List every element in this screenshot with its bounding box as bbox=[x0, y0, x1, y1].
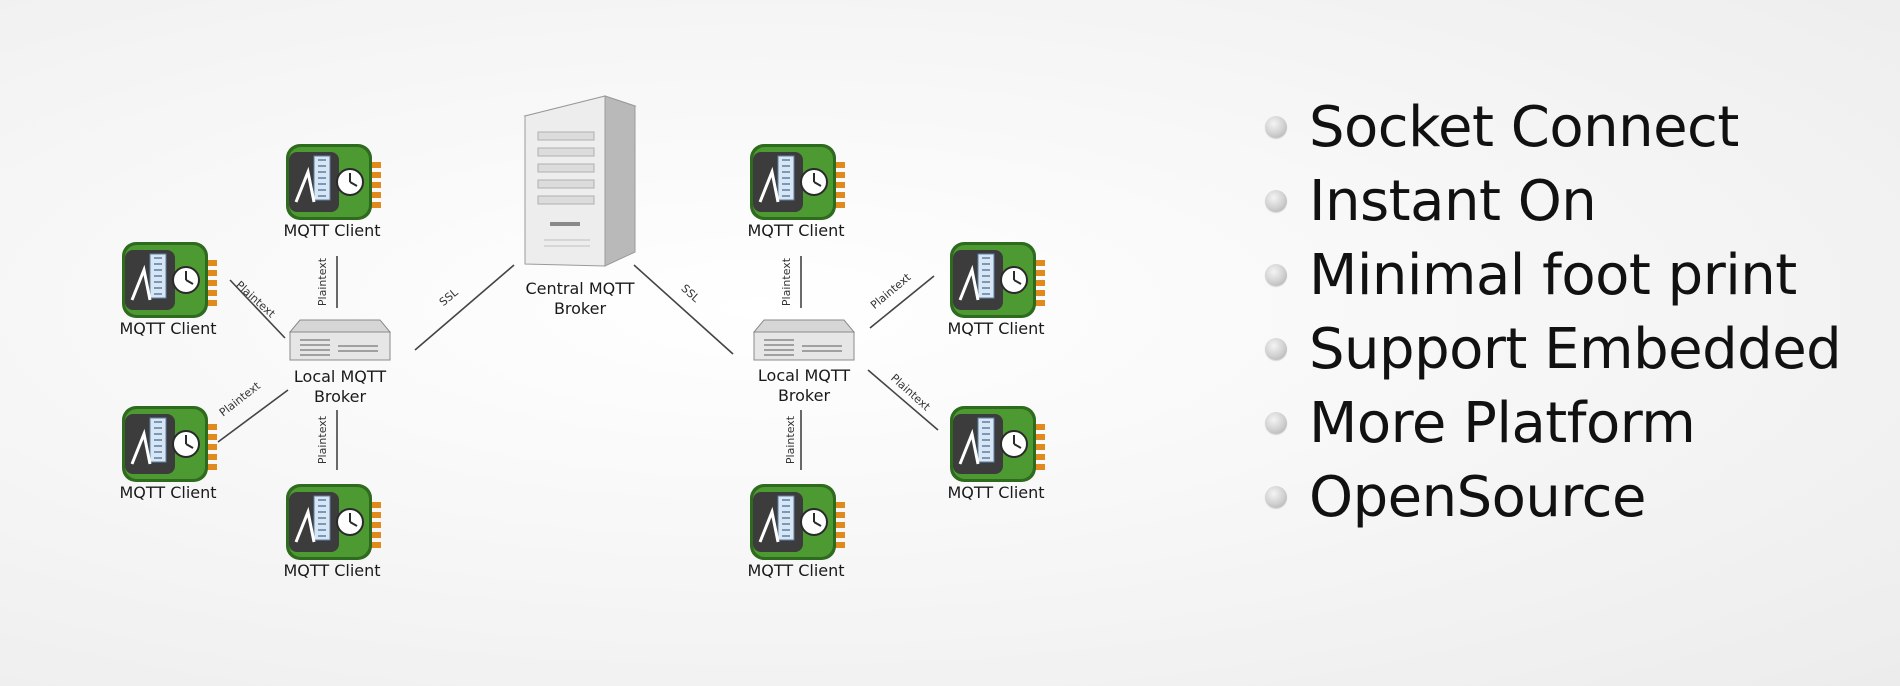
central-broker-server-icon bbox=[523, 95, 637, 267]
bullet-dot-icon bbox=[1265, 412, 1287, 434]
mqtt-client-label: MQTT Client bbox=[283, 221, 380, 240]
mqtt-client-icon bbox=[120, 404, 219, 484]
feature-item: More Platform bbox=[1265, 386, 1841, 460]
feature-item: Minimal foot print bbox=[1265, 238, 1841, 312]
feature-item: Instant On bbox=[1265, 164, 1841, 238]
edge-label-ssl: SSL bbox=[437, 285, 461, 308]
mqtt-client-label: MQTT Client bbox=[119, 483, 216, 502]
feature-item: OpenSource bbox=[1265, 460, 1841, 534]
mqtt-client-icon bbox=[948, 240, 1047, 320]
bullet-dot-icon bbox=[1265, 116, 1287, 138]
edge-right-upperright bbox=[869, 275, 935, 329]
mqtt-client-icon bbox=[748, 482, 847, 562]
edge-label-plaintext: Plaintext bbox=[784, 415, 797, 464]
feature-item: Support Embedded bbox=[1265, 312, 1842, 386]
feature-text: Support Embedded bbox=[1309, 316, 1842, 382]
mqtt-network-diagram: Plaintext Plaintext Plaintext Plaintext … bbox=[119, 95, 1047, 580]
central-broker-label: Central MQTT bbox=[525, 279, 634, 298]
mqtt-client-icon bbox=[284, 482, 383, 562]
local-broker-right-icon bbox=[753, 319, 855, 361]
mqtt-client-label: MQTT Client bbox=[747, 561, 844, 580]
edge-left-upperleft bbox=[229, 279, 286, 339]
feature-text: Minimal foot print bbox=[1309, 242, 1797, 308]
feature-item: Socket Connect bbox=[1265, 90, 1841, 164]
bullet-dot-icon bbox=[1265, 190, 1287, 212]
mqtt-client-label: MQTT Client bbox=[947, 319, 1044, 338]
edge-label-ssl: SSL bbox=[679, 282, 703, 306]
edge-left-lowerleft bbox=[217, 389, 289, 443]
central-broker-label: Broker bbox=[554, 299, 607, 318]
mqtt-client-icon bbox=[120, 240, 219, 320]
feature-text: OpenSource bbox=[1309, 464, 1646, 530]
local-broker-left-label: Local MQTT bbox=[294, 367, 386, 386]
mqtt-client-label: MQTT Client bbox=[119, 319, 216, 338]
mqtt-client-label: MQTT Client bbox=[947, 483, 1044, 502]
edge-label-plaintext: Plaintext bbox=[316, 257, 329, 306]
local-broker-right-label: Broker bbox=[778, 386, 831, 405]
local-broker-left-icon bbox=[289, 319, 391, 361]
mqtt-client-label: MQTT Client bbox=[283, 561, 380, 580]
feature-text: Instant On bbox=[1309, 168, 1597, 234]
mqtt-client-icon bbox=[748, 142, 847, 222]
edge-right-lowerright bbox=[867, 369, 939, 431]
bullet-dot-icon bbox=[1265, 486, 1287, 508]
edge-label-plaintext: Plaintext bbox=[233, 278, 278, 320]
edge-label-plaintext: Plaintext bbox=[780, 257, 793, 306]
edge-ssl-left bbox=[414, 264, 515, 351]
mqtt-client-icon bbox=[284, 142, 383, 222]
local-broker-right-label: Local MQTT bbox=[758, 366, 850, 385]
local-broker-left-label: Broker bbox=[314, 387, 367, 406]
connection-lines bbox=[217, 256, 939, 470]
bullet-dot-icon bbox=[1265, 264, 1287, 286]
bullet-dot-icon bbox=[1265, 338, 1287, 360]
edge-label-plaintext: Plaintext bbox=[316, 415, 329, 464]
mqtt-client-icon bbox=[948, 404, 1047, 484]
feature-text: Socket Connect bbox=[1309, 94, 1739, 160]
edge-label-plaintext: Plaintext bbox=[868, 270, 914, 311]
mqtt-client-label: MQTT Client bbox=[747, 221, 844, 240]
feature-list: Socket Connect Instant On Minimal foot p… bbox=[1265, 90, 1842, 534]
edge-ssl-right bbox=[633, 264, 734, 355]
feature-text: More Platform bbox=[1309, 390, 1696, 456]
